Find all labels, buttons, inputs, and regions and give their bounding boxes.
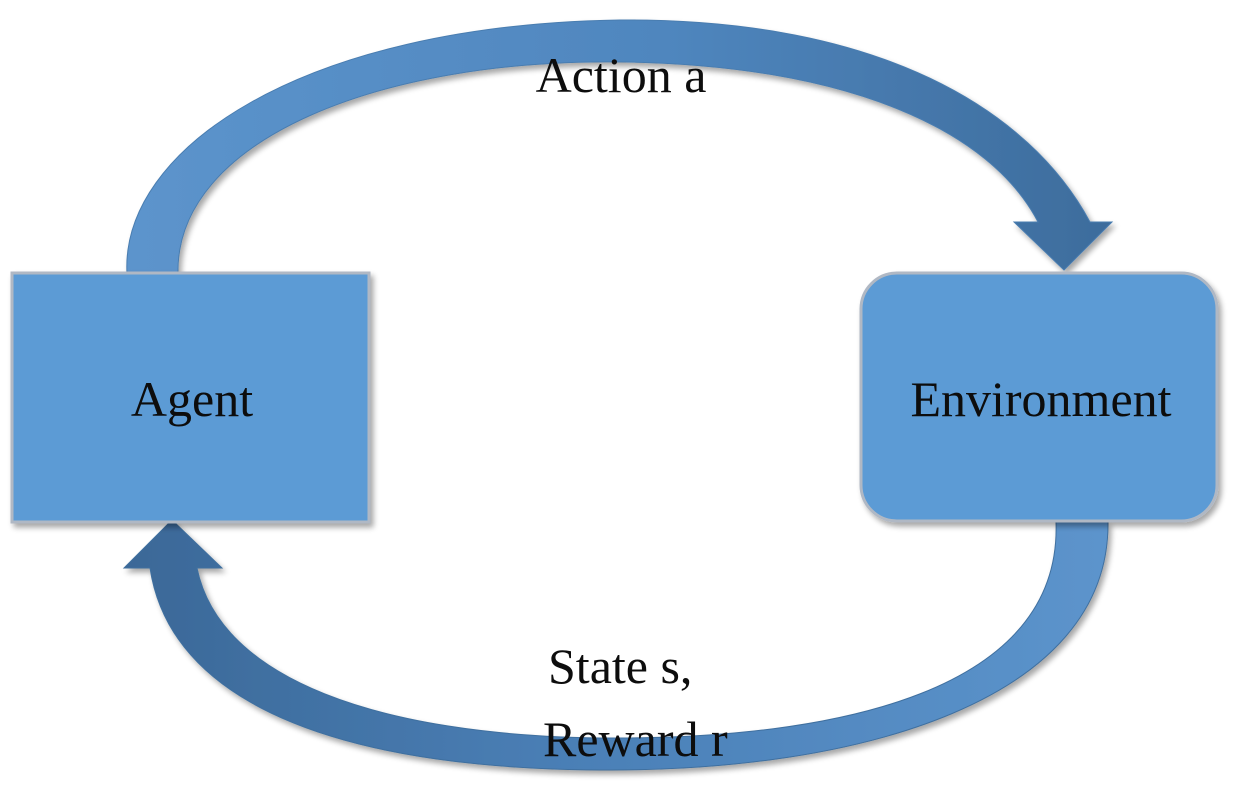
reward-label: Reward r xyxy=(543,711,728,767)
environment-label: Environment xyxy=(910,371,1171,427)
environment-node: Environment xyxy=(859,271,1219,523)
agent-label: Agent xyxy=(131,371,253,427)
state-reward-arrow xyxy=(122,519,1109,771)
state-label: State s, xyxy=(548,638,692,694)
action-label: Action a xyxy=(536,47,707,103)
agent-node: Agent xyxy=(10,271,371,524)
action-arrow xyxy=(126,19,1114,275)
